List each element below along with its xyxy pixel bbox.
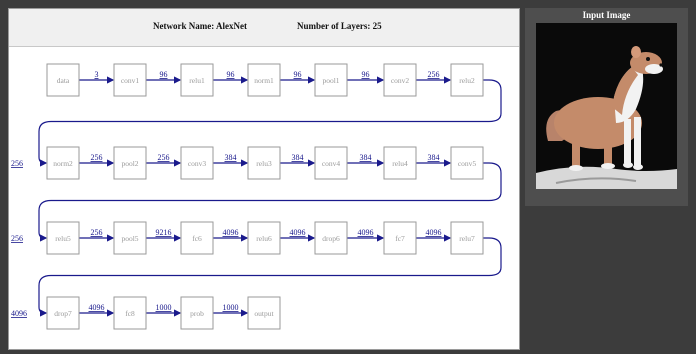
layer-node-label: conv1 [121, 76, 140, 85]
edge-label: 256 [11, 159, 23, 168]
edge-label: 1000 [223, 303, 239, 312]
edge-label: 96 [227, 70, 235, 79]
edge-label: 4096 [89, 303, 105, 312]
layer-node-conv4[interactable]: conv4 [315, 147, 347, 179]
edge-label: 4096 [223, 228, 239, 237]
header-bar: Network Name: AlexNet Number of Layers: … [9, 9, 519, 47]
edge-label: 4096 [358, 228, 374, 237]
edge-label: 96 [362, 70, 370, 79]
layer-node-conv5[interactable]: conv5 [451, 147, 483, 179]
network-panel: Network Name: AlexNet Number of Layers: … [8, 8, 520, 350]
layer-node-fc6[interactable]: fc6 [181, 222, 213, 254]
edge-label: 4096 [426, 228, 442, 237]
edge-label: 96 [160, 70, 168, 79]
layer-node-label: conv4 [322, 159, 341, 168]
layer-node-pool2[interactable]: pool2 [114, 147, 146, 179]
layer-node-relu5[interactable]: relu5 [47, 222, 79, 254]
edge-label: 256 [91, 153, 103, 162]
layer-node-label: pool5 [121, 234, 138, 243]
network-graph: 3 96 96 96 96 256 256 256 256 384 384 384 384 256 256 9… [9, 47, 519, 350]
network-graph-canvas: 3 96 96 96 96 256 256 256 256 384 384 384 384 256 256 9… [9, 47, 519, 350]
layer-node-label: relu6 [256, 234, 272, 243]
layer-count-label: Number of Layers: 25 [297, 21, 382, 31]
edge-label: 256 [91, 228, 103, 237]
layer-node-output[interactable]: output [248, 297, 280, 329]
edge-label: 384 [360, 153, 372, 162]
layer-node-label: norm2 [53, 159, 73, 168]
layer-node-norm2[interactable]: norm2 [47, 147, 79, 179]
input-image-title: Input Image [525, 10, 688, 20]
layer-node-conv1[interactable]: conv1 [114, 64, 146, 96]
layer-node-relu7[interactable]: relu7 [451, 222, 483, 254]
layer-node-label: output [254, 309, 274, 318]
edge-label: 256 [11, 234, 23, 243]
layer-node-relu2[interactable]: relu2 [451, 64, 483, 96]
layer-node-drop6[interactable]: drop6 [315, 222, 347, 254]
edge-label: 9216 [156, 228, 172, 237]
edge-label: 256 [158, 153, 170, 162]
layer-node-label: relu3 [256, 159, 272, 168]
layer-node-drop7[interactable]: drop7 [47, 297, 79, 329]
layer-node-label: norm1 [254, 76, 274, 85]
layer-node-label: conv2 [391, 76, 410, 85]
layer-node-relu1[interactable]: relu1 [181, 64, 213, 96]
layer-node-fc8[interactable]: fc8 [114, 297, 146, 329]
layer-node-label: pool2 [121, 159, 138, 168]
layer-node-label: data [57, 76, 70, 85]
edge-label: 1000 [156, 303, 172, 312]
layer-node-conv2[interactable]: conv2 [384, 64, 416, 96]
network-name-label: Network Name: AlexNet [153, 21, 247, 31]
layer-node-pool1[interactable]: pool1 [315, 64, 347, 96]
layer-node-label: relu2 [459, 76, 475, 85]
layer-node-label: relu7 [459, 234, 475, 243]
layer-node-fc7[interactable]: fc7 [384, 222, 416, 254]
layer-node-label: fc7 [395, 234, 405, 243]
layer-node-label: conv5 [458, 159, 477, 168]
edge-label: 256 [428, 70, 440, 79]
layer-node-relu6[interactable]: relu6 [248, 222, 280, 254]
layer-node-label: drop6 [322, 234, 340, 243]
layer-node-data[interactable]: data [47, 64, 79, 96]
layer-node-label: drop7 [54, 309, 72, 318]
layer-node-label: fc8 [125, 309, 135, 318]
input-image-panel: Input Image [525, 8, 688, 206]
layer-node-label: conv3 [188, 159, 207, 168]
edge-label: 4096 [11, 309, 27, 318]
layer-node-conv3[interactable]: conv3 [181, 147, 213, 179]
edge-label: 384 [428, 153, 440, 162]
layer-node-relu4[interactable]: relu4 [384, 147, 416, 179]
layer-node-label: relu4 [392, 159, 408, 168]
layer-node-label: relu1 [189, 76, 205, 85]
layer-node-label: fc6 [192, 234, 202, 243]
layer-node-prob[interactable]: prob [181, 297, 213, 329]
input-image[interactable] [536, 23, 677, 189]
layer-node-label: relu5 [55, 234, 71, 243]
layer-node-label: prob [190, 309, 204, 318]
layer-node-relu3[interactable]: relu3 [248, 147, 280, 179]
layer-node-pool5[interactable]: pool5 [114, 222, 146, 254]
edge-label: 384 [292, 153, 304, 162]
layer-node-norm1[interactable]: norm1 [248, 64, 280, 96]
layer-node-label: pool1 [322, 76, 339, 85]
edge-label: 3 [95, 70, 99, 79]
edge-label: 384 [225, 153, 237, 162]
edge-label: 96 [294, 70, 302, 79]
edge-label: 4096 [290, 228, 306, 237]
